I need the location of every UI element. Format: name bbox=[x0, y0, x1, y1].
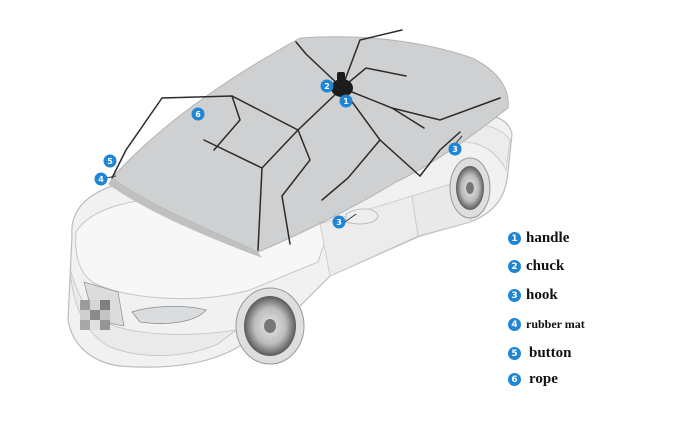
legend-label: rubber mat bbox=[526, 317, 585, 331]
side-mirror bbox=[345, 208, 379, 225]
legend-label: button bbox=[529, 345, 572, 361]
callout-chuck-number: 2 bbox=[324, 82, 330, 91]
umbrella-frame bbox=[111, 29, 501, 251]
legend-item-rubber-mat: 4 rubber mat bbox=[508, 317, 585, 332]
legend-item-hook: 3 hook bbox=[508, 287, 558, 304]
callout-hook-rear-number: 3 bbox=[452, 145, 458, 154]
front-wheel bbox=[235, 287, 305, 365]
callout-chuck: 2 bbox=[320, 79, 334, 93]
callout-button-number: 5 bbox=[107, 157, 113, 166]
legend-number: 6 bbox=[508, 373, 521, 386]
umbrella-canopy bbox=[108, 36, 509, 258]
license-plate-pixelated bbox=[80, 300, 110, 330]
callout-rubber-mat: 4 bbox=[94, 172, 117, 186]
legend-number: 2 bbox=[508, 260, 521, 273]
legend-label: chuck bbox=[526, 258, 565, 274]
callout-rope: 6 bbox=[191, 107, 205, 121]
legend-item-rope: 6 rope bbox=[508, 371, 558, 388]
callout-handle: 1 bbox=[339, 94, 353, 108]
callout-rubber-mat-number: 4 bbox=[98, 175, 104, 184]
rear-wheel bbox=[449, 157, 491, 219]
callout-rope-number: 6 bbox=[195, 110, 201, 119]
legend-number: 3 bbox=[508, 289, 521, 302]
callout-hook-rear: 3 bbox=[448, 135, 463, 156]
legend-number: 5 bbox=[508, 347, 521, 360]
legend-label: rope bbox=[529, 371, 558, 387]
handle-hub bbox=[331, 72, 353, 97]
callout-hook-side: 3 bbox=[332, 213, 357, 229]
legend-label: handle bbox=[526, 230, 570, 246]
legend-item-chuck: 2 chuck bbox=[508, 258, 564, 275]
legend-item-handle: 1 handle bbox=[508, 230, 569, 247]
callout-button: 5 bbox=[103, 154, 117, 168]
callout-hook-side-number: 3 bbox=[336, 218, 342, 227]
legend-item-button: 5 button bbox=[508, 345, 572, 362]
legend-label: hook bbox=[526, 287, 558, 303]
parts-legend: 1 handle 2 chuck 3 hook 4 rubber mat 5 b… bbox=[508, 226, 678, 396]
legend-number: 4 bbox=[508, 318, 521, 331]
legend-number: 1 bbox=[508, 232, 521, 245]
callout-handle-number: 1 bbox=[343, 97, 349, 106]
headlight bbox=[131, 305, 207, 324]
